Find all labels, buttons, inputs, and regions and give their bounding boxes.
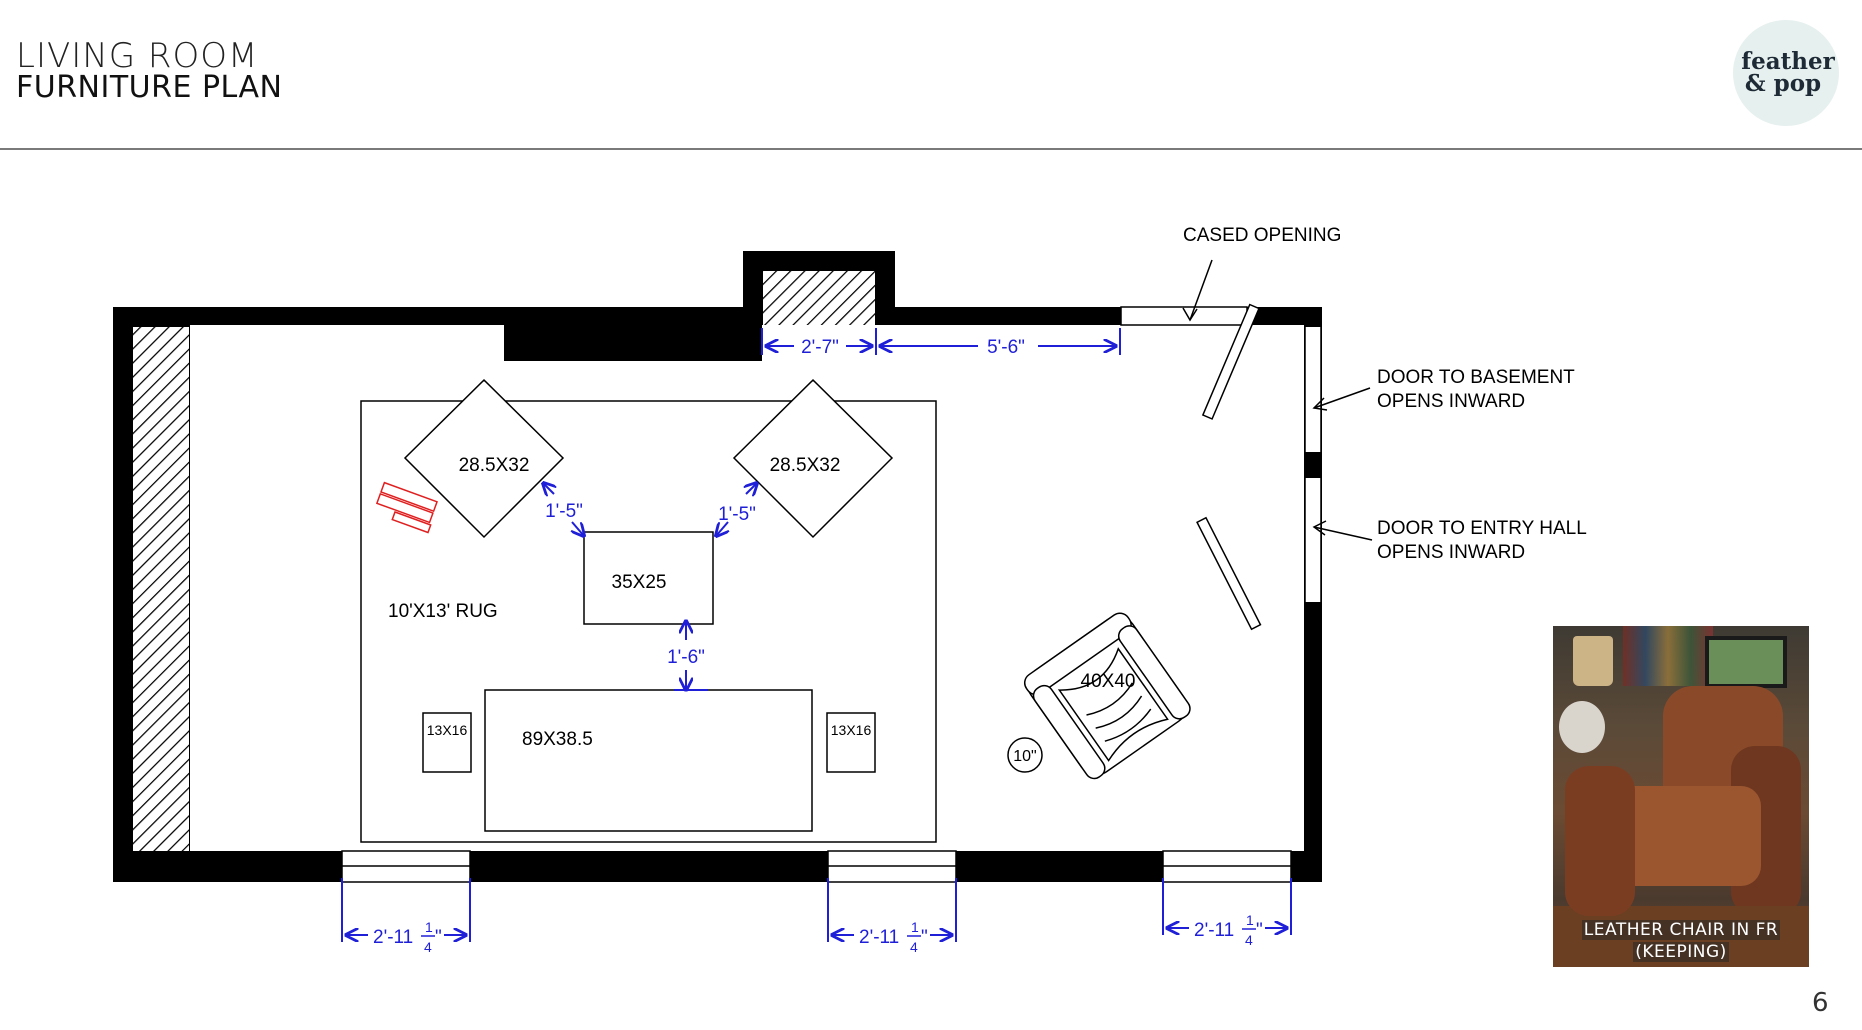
cased-opening-label: CASED OPENING <box>1183 225 1341 246</box>
round-side-table <box>1007 737 1043 773</box>
svg-text:4: 4 <box>910 939 918 955</box>
armchair-label: 40X40 <box>1081 671 1136 692</box>
leather-armchair <box>1023 612 1191 780</box>
accent-chair-right <box>732 378 894 539</box>
round-side-table-label: 10" <box>1013 748 1036 765</box>
side-table-right <box>826 712 876 773</box>
fireplace-hatch-left <box>133 327 189 851</box>
dim-chair-gap-left: 1'-5" <box>545 501 583 522</box>
svg-text:4: 4 <box>424 939 432 955</box>
svg-text:2'-11: 2'-11 <box>859 927 899 948</box>
ottoman-label: 35X25 <box>612 572 667 593</box>
leather-chair-photo: LEATHER CHAIR IN FR (KEEPING) <box>1553 626 1809 967</box>
page-number: 6 <box>1812 988 1829 1018</box>
svg-text:": " <box>1256 920 1263 941</box>
door-basement <box>1201 303 1260 420</box>
svg-text:2'-11: 2'-11 <box>1194 920 1234 941</box>
photo-caption-line2: (KEEPING) <box>1633 942 1729 962</box>
dim-sofa-gap: 1'-6" <box>667 647 705 668</box>
rug-label: 10'X13' RUG <box>388 601 498 622</box>
door-basement-label-2: OPENS INWARD <box>1377 391 1525 412</box>
brand-logo: feather & pop <box>1733 20 1839 126</box>
page-title-line1: LIVING ROOM <box>16 36 259 76</box>
side-table-left <box>422 712 472 773</box>
accent-chair-left-label: 28.5X32 <box>459 455 530 476</box>
rug <box>360 400 937 843</box>
svg-text:1: 1 <box>911 919 919 935</box>
sofa-label: 89X38.5 <box>522 729 593 750</box>
sofa <box>484 689 813 832</box>
door-opening-entry <box>1305 478 1321 602</box>
fireplace-hatch-top <box>763 271 875 325</box>
door-entry-hall <box>1196 516 1262 631</box>
header-divider <box>0 148 1862 150</box>
svg-text:": " <box>921 927 928 948</box>
dimension-labels: 2'-7" 5'-6" 1'-5" 1'-5" 1'-6" 2'-11 1 4 … <box>373 337 1263 955</box>
photo-caption-line1: LEATHER CHAIR IN FR <box>1581 920 1781 940</box>
door-basement-label-1: DOOR TO BASEMENT <box>1377 367 1575 388</box>
ottoman <box>583 531 714 625</box>
door-opening-basement <box>1305 327 1321 452</box>
fireplace-tools <box>375 481 439 534</box>
dim-niche: 2'-7" <box>801 337 839 358</box>
svg-text:4: 4 <box>1245 932 1253 948</box>
svg-text:1: 1 <box>1246 912 1254 928</box>
accent-chair-right-label: 28.5X32 <box>770 455 841 476</box>
dim-window-3: 2'-11 1 4 " <box>1194 912 1263 948</box>
svg-text:": " <box>435 927 442 948</box>
dim-chair-gap-right: 1'-5" <box>718 504 756 525</box>
svg-text:2'-11: 2'-11 <box>373 927 413 948</box>
dim-wall-segment: 5'-6" <box>987 337 1025 358</box>
dimension-lines <box>341 328 1292 942</box>
svg-text:1: 1 <box>425 919 433 935</box>
side-table-left-label: 13X16 <box>427 722 468 738</box>
door-entry-label-1: DOOR TO ENTRY HALL <box>1377 518 1587 539</box>
door-entry-label-2: OPENS INWARD <box>1377 542 1525 563</box>
windows <box>341 850 1292 883</box>
accent-chair-left <box>403 378 565 539</box>
dim-window-1: 2'-11 1 4 " <box>373 919 442 955</box>
side-table-right-label: 13X16 <box>831 722 872 738</box>
dim-window-2: 2'-11 1 4 " <box>859 919 928 955</box>
page-title-line2: FURNITURE PLAN <box>16 70 283 105</box>
